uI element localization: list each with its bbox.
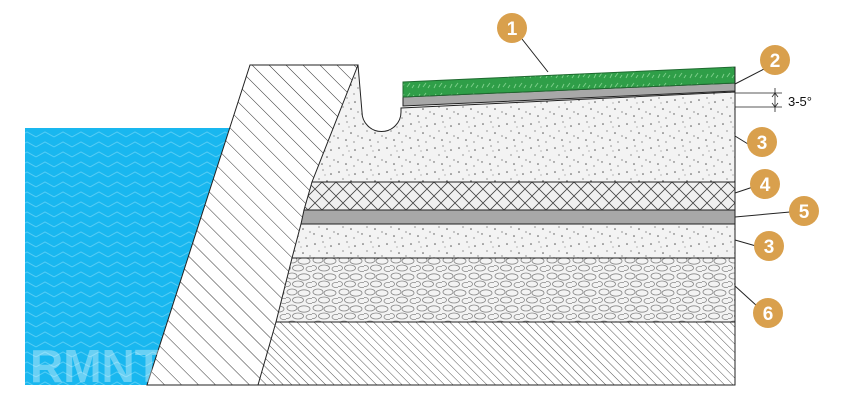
membrane-layer <box>300 209 736 225</box>
callout-6: 6 <box>753 298 783 328</box>
callout-3-lower: 3 <box>754 231 784 261</box>
sand-layer-upper <box>311 64 736 183</box>
callout-2-number: 2 <box>770 51 781 72</box>
callout-4: 4 <box>750 169 780 199</box>
callout-3-lower-number: 3 <box>764 237 775 258</box>
callout-4-number: 4 <box>760 175 771 196</box>
callout-2: 2 <box>760 45 790 75</box>
sand-layer-lower <box>291 223 736 259</box>
angle-indicator: 3-5° <box>735 88 812 112</box>
leader-lines <box>521 38 791 307</box>
angle-label: 3-5° <box>788 94 812 109</box>
callout-6-number: 6 <box>763 304 774 325</box>
mesh-layer <box>303 181 736 211</box>
callout-5-number: 5 <box>799 202 810 223</box>
callout-1-number: 1 <box>507 19 518 40</box>
gravel-layer <box>275 257 736 323</box>
base-layer <box>257 321 736 386</box>
callout-5: 5 <box>789 196 819 226</box>
callout-3-upper: 3 <box>747 127 777 157</box>
callout-3-upper-number: 3 <box>757 133 768 154</box>
watermark-logo: RMNT <box>30 340 163 392</box>
callout-1: 1 <box>497 13 527 43</box>
water-body <box>25 128 232 385</box>
